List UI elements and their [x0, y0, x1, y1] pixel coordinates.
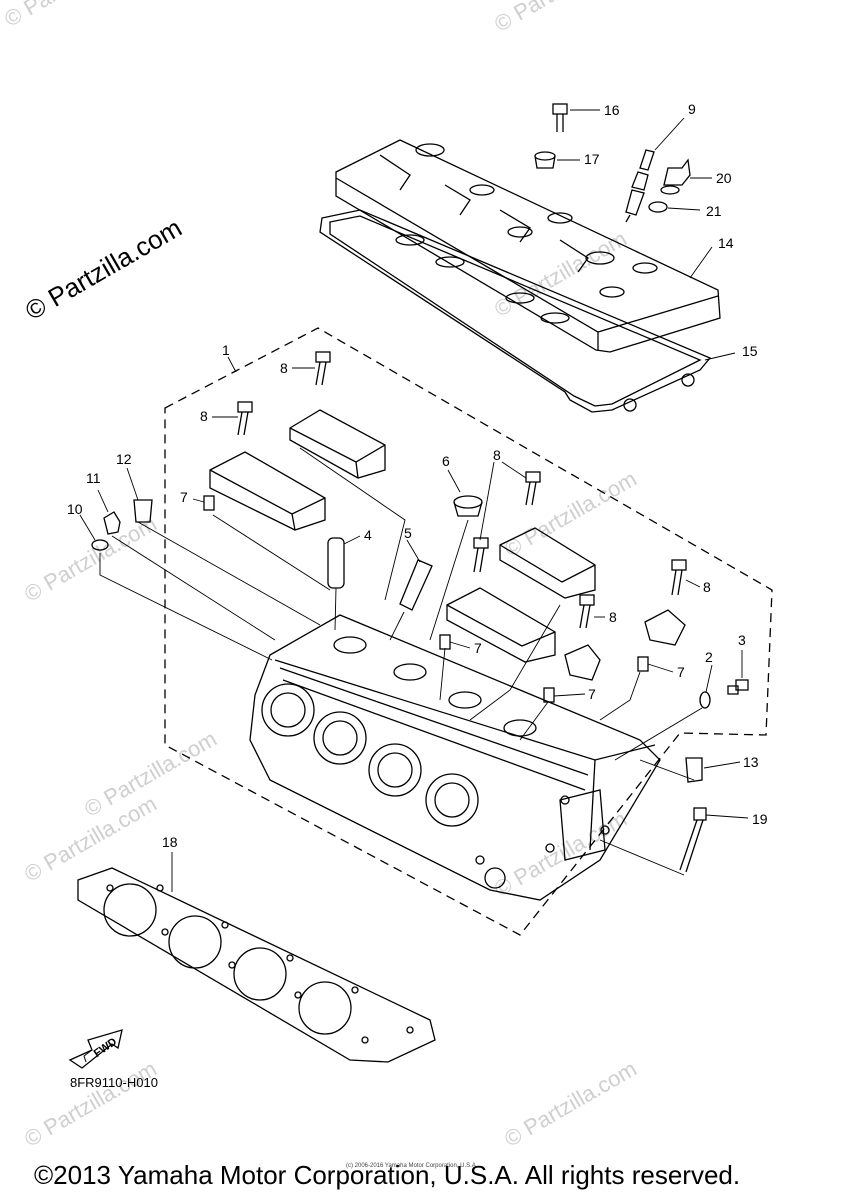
bushing: [685, 757, 703, 783]
plug-cap: [453, 495, 483, 517]
valve-guide: [399, 559, 433, 611]
fwd-arrow-icon: FWD: [68, 1029, 123, 1069]
cap-nut: [103, 511, 121, 535]
callout-8: 8: [609, 609, 617, 625]
camshaft-cap: [644, 609, 686, 646]
callout-18: 18: [162, 834, 178, 850]
spark-plug: [625, 149, 655, 223]
callout-7: 7: [180, 489, 188, 505]
callout-2: 2: [705, 649, 713, 665]
callout-4: 4: [364, 527, 372, 543]
callout-6: 6: [442, 453, 450, 469]
callout-8: 8: [608, 609, 616, 625]
callout-13: 13: [743, 754, 759, 770]
head-gasket: [77, 867, 436, 1063]
cap-bolt: [237, 401, 253, 436]
callout-12: 12: [116, 451, 132, 467]
callout-7: 7: [474, 640, 482, 656]
callout-21: 21: [706, 203, 722, 219]
callout-19: 19: [752, 811, 768, 827]
breather-fitting: [660, 158, 691, 195]
dowel-pin: [543, 687, 555, 703]
camshaft-cap: [499, 527, 596, 599]
sealing-washer: [699, 691, 711, 709]
cap-bolt: [579, 594, 595, 629]
callout-14: 14: [718, 235, 734, 251]
valve-cover: [335, 139, 721, 353]
callout-3: 3: [738, 632, 746, 648]
dowel-pin: [439, 634, 451, 650]
dowel-pin: [637, 656, 649, 672]
callout-8: 8: [493, 447, 501, 463]
collar: [133, 499, 153, 523]
copyright-small: (c) 2006-2016 Yamaha Motor Corporation, …: [346, 1163, 478, 1169]
callout-11: 11: [86, 470, 101, 486]
callout-10: 10: [67, 501, 83, 517]
callout-17: 17: [584, 151, 600, 167]
camshaft-cap: [209, 451, 326, 531]
callout-20: 20: [716, 170, 732, 186]
camshaft-cap: [564, 644, 601, 681]
diagram-code: 8FR9110-H010: [70, 1075, 158, 1090]
callout-8: 8: [493, 447, 501, 463]
o-ring: [648, 201, 668, 213]
callout-9: 9: [688, 101, 696, 117]
cap-bolt: [671, 559, 687, 596]
callout-15: 15: [742, 343, 758, 359]
callout-16: 16: [604, 102, 620, 118]
head-bolt: [679, 807, 707, 873]
callout-5: 5: [404, 525, 412, 541]
valve-guide: [327, 537, 345, 589]
union-bolt: [727, 679, 749, 695]
camshaft-cap: [289, 409, 386, 479]
callout-8: 8: [703, 579, 711, 595]
cap-bolt: [315, 351, 331, 386]
callout-8: 8: [280, 360, 288, 376]
grommet: [534, 151, 556, 169]
callout-7: 7: [677, 664, 685, 680]
assembly-boundary: [164, 327, 773, 936]
camshaft-cap: [446, 587, 556, 663]
copyright-notice: ©2013 Yamaha Motor Corporation, U.S.A. A…: [34, 1160, 741, 1190]
cap-bolt: [525, 471, 541, 506]
cylinder-head: [249, 614, 661, 901]
callout-1: 1: [222, 342, 230, 358]
dowel-pin: [203, 495, 215, 511]
cover-bolt: [552, 103, 568, 132]
cap-bolt: [473, 537, 489, 573]
cover-gasket: [319, 209, 712, 413]
callout-7: 7: [588, 686, 596, 702]
cover-ribs: [379, 143, 658, 324]
washer: [91, 539, 109, 551]
callout-8: 8: [200, 408, 208, 424]
